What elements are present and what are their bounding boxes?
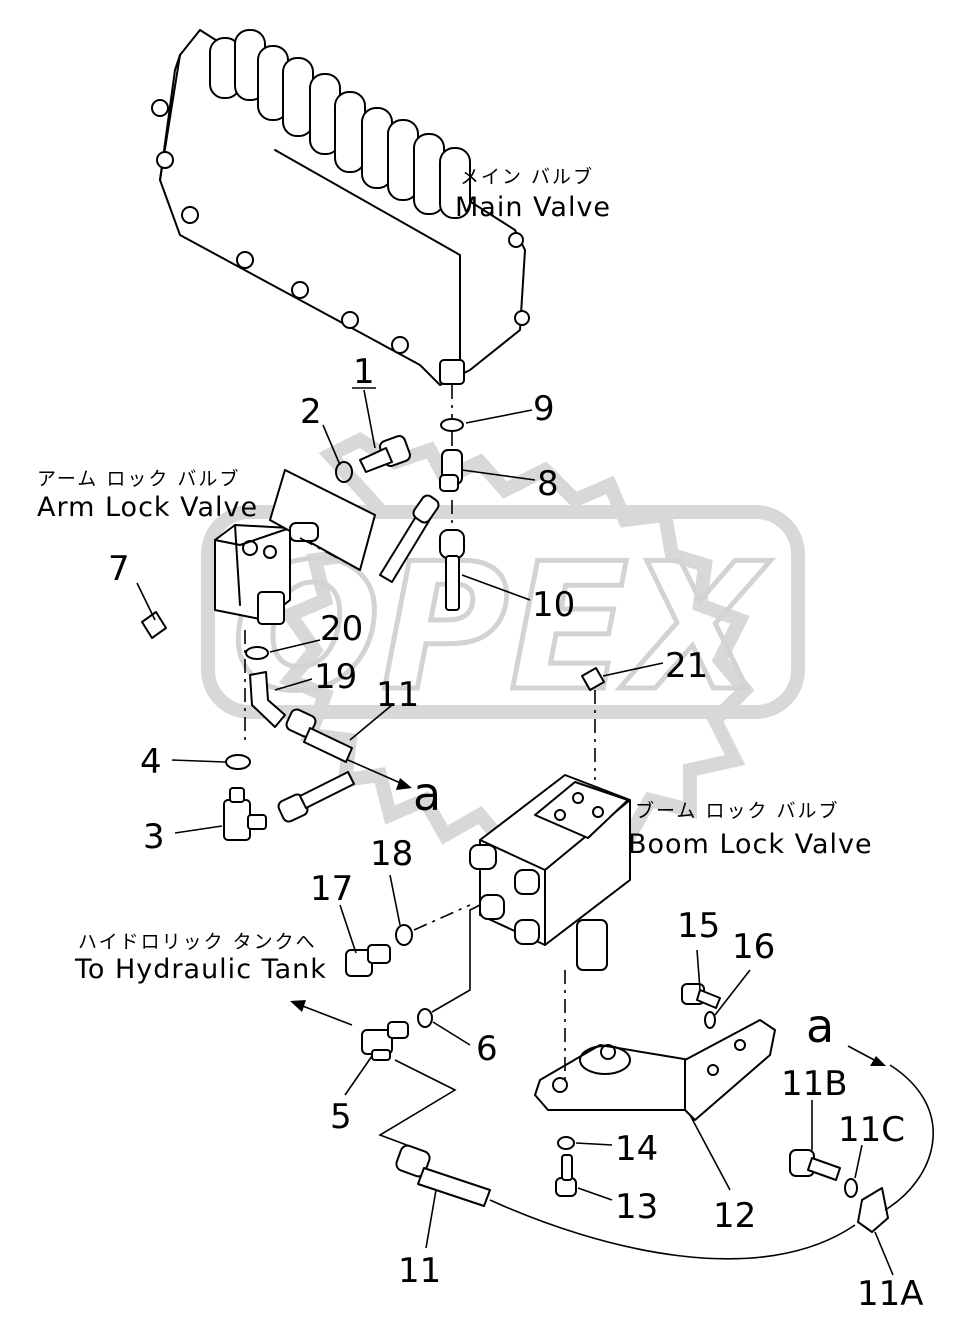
tee-fitting-5 — [361, 1021, 409, 1061]
part-label-2: 2 — [300, 392, 322, 432]
part-label-7: 7 — [108, 549, 130, 589]
part-label-16: 16 — [732, 927, 775, 967]
watermark-text: OPEX — [232, 527, 772, 730]
connection-a-upper: a — [413, 767, 441, 821]
part-label-15: 15 — [677, 906, 720, 946]
bracket-12 — [534, 1019, 776, 1121]
main-valve — [151, 29, 530, 386]
part-label-3: 3 — [143, 817, 165, 857]
bolt-1 — [359, 435, 411, 473]
part-labels: 1 2 9 8 7 10 20 21 19 11 4 3 18 17 15 16… — [108, 352, 924, 1314]
arm-lock-valve-label: アーム ロック バルブ Arm Lock Valve — [37, 467, 258, 523]
part-label-9: 9 — [533, 389, 555, 429]
check-valve-3 — [223, 787, 267, 841]
part-label-11-upper: 11 — [376, 675, 419, 715]
part-label-11a: 11A — [857, 1274, 924, 1314]
part-label-13: 13 — [615, 1187, 658, 1227]
part-label-6: 6 — [476, 1029, 498, 1069]
plug-7 — [141, 611, 167, 639]
washer-14 — [557, 1136, 575, 1150]
part-label-14: 14 — [615, 1129, 658, 1169]
part-label-5: 5 — [330, 1097, 352, 1137]
main-valve-label-jp: メイン バルブ — [460, 165, 594, 188]
hose-11-upper — [285, 708, 353, 763]
boom-lock-valve-label-jp: ブーム ロック バルブ — [635, 799, 840, 822]
washer-16 — [704, 1011, 716, 1029]
part-label-11c: 11C — [838, 1110, 905, 1150]
arm-lock-valve-label-jp: アーム ロック バルブ — [37, 467, 240, 490]
o-ring-4 — [225, 754, 251, 770]
o-ring-9 — [440, 418, 464, 432]
bolt-15 — [681, 983, 721, 1009]
bolt-13 — [555, 1154, 577, 1197]
part-label-1: 1 — [353, 352, 375, 392]
o-ring-6 — [417, 1008, 433, 1028]
part-label-20: 20 — [320, 609, 363, 649]
arm-lock-valve-label-en: Arm Lock Valve — [37, 492, 258, 523]
main-valve-label-en: Main Valve — [455, 192, 611, 223]
clamp-11a — [857, 1187, 889, 1233]
hose-fitting — [277, 771, 355, 823]
part-label-18: 18 — [370, 834, 413, 874]
elbow-fitting-17 — [345, 944, 391, 977]
part-label-4: 4 — [140, 742, 162, 782]
arm-lock-valve — [214, 469, 376, 625]
part-label-10: 10 — [532, 585, 575, 625]
part-label-11-lower: 11 — [398, 1251, 441, 1291]
boom-lock-valve — [469, 774, 631, 971]
tank-arrow — [299, 1004, 353, 1026]
bolt-11b — [789, 1149, 841, 1181]
elbow-fitting-8 — [439, 449, 463, 492]
main-valve-label: メイン バルブ Main Valve — [455, 165, 611, 223]
bolt-10 — [439, 529, 465, 611]
watermark: OPEX — [201, 431, 805, 855]
washer-11c — [844, 1178, 858, 1198]
leader-lines — [136, 389, 894, 1276]
hydraulic-tank-label-jp: ハイドロリック タンクへ — [78, 931, 317, 953]
part-label-19: 19 — [314, 657, 357, 697]
part-label-11b: 11B — [781, 1064, 848, 1104]
boom-lock-valve-label-en: Boom Lock Valve — [628, 829, 873, 860]
part-label-8: 8 — [537, 464, 559, 504]
washer-2 — [335, 461, 353, 483]
o-ring-20 — [245, 646, 269, 660]
elbow-19 — [249, 671, 286, 728]
part-label-17: 17 — [310, 869, 353, 909]
plug-21 — [581, 667, 605, 691]
part-label-12: 12 — [713, 1196, 756, 1236]
hydraulic-tank-label-en: To Hydraulic Tank — [74, 954, 327, 985]
o-ring-18 — [395, 924, 413, 946]
part-label-21: 21 — [665, 646, 708, 686]
hose-11-lower — [378, 1059, 856, 1260]
connection-a-lower: a — [806, 999, 834, 1053]
